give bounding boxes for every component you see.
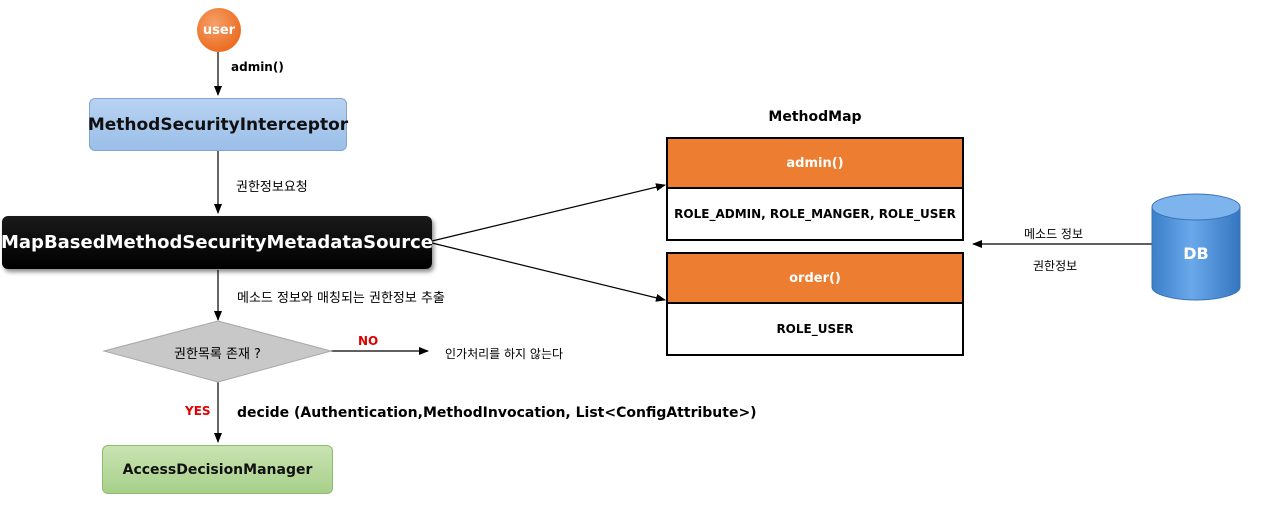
request-label: 권한정보요청 [236,180,308,195]
manager-label: AccessDecisionManager [122,461,313,478]
extract-label: 메소드 정보와 매칭되는 권한정보 추출 [237,291,445,306]
db-arrow-label-2: 권한정보 [1033,259,1078,273]
method-map-title: MethodMap [768,109,862,125]
arrow-source-to-order [431,242,666,302]
metadata-source-label: MapBasedMethodSecurityMetadataSource [1,232,433,253]
method-map-entry-order: order() ROLE_USER [666,252,964,356]
no-label: NO [358,334,379,348]
method-name-cell: order() [668,254,962,304]
decision-label: 권한목록 존재 ? [174,347,261,362]
decision-diamond [102,320,333,383]
roles-cell: ROLE_USER [776,322,854,336]
method-name-cell: admin() [668,139,962,189]
arrow-source-to-admin [431,183,666,242]
user-node: user [197,8,241,52]
call-label: admin() [231,60,284,74]
method-map-entry-admin: admin() ROLE_ADMIN, ROLE_MANGER, ROLE_US… [666,137,964,241]
db-cylinder [1151,193,1241,301]
no-result-label: 인가처리를 하지 않는다 [445,347,564,361]
db-arrow-label-1: 메소드 정보 [1024,227,1084,241]
db-label: DB [1183,244,1209,263]
interceptor-box: MethodSecurityInterceptor [87,98,349,151]
interceptor-label: MethodSecurityInterceptor [87,114,349,135]
decide-label: decide (Authentication,MethodInvocation,… [237,405,757,421]
access-decision-manager-box: AccessDecisionManager [102,445,333,494]
roles-cell: ROLE_ADMIN, ROLE_MANGER, ROLE_USER [674,207,956,221]
user-label: user [202,22,236,38]
yes-label: YES [185,404,211,418]
metadata-source-box: MapBasedMethodSecurityMetadataSource [1,216,433,269]
